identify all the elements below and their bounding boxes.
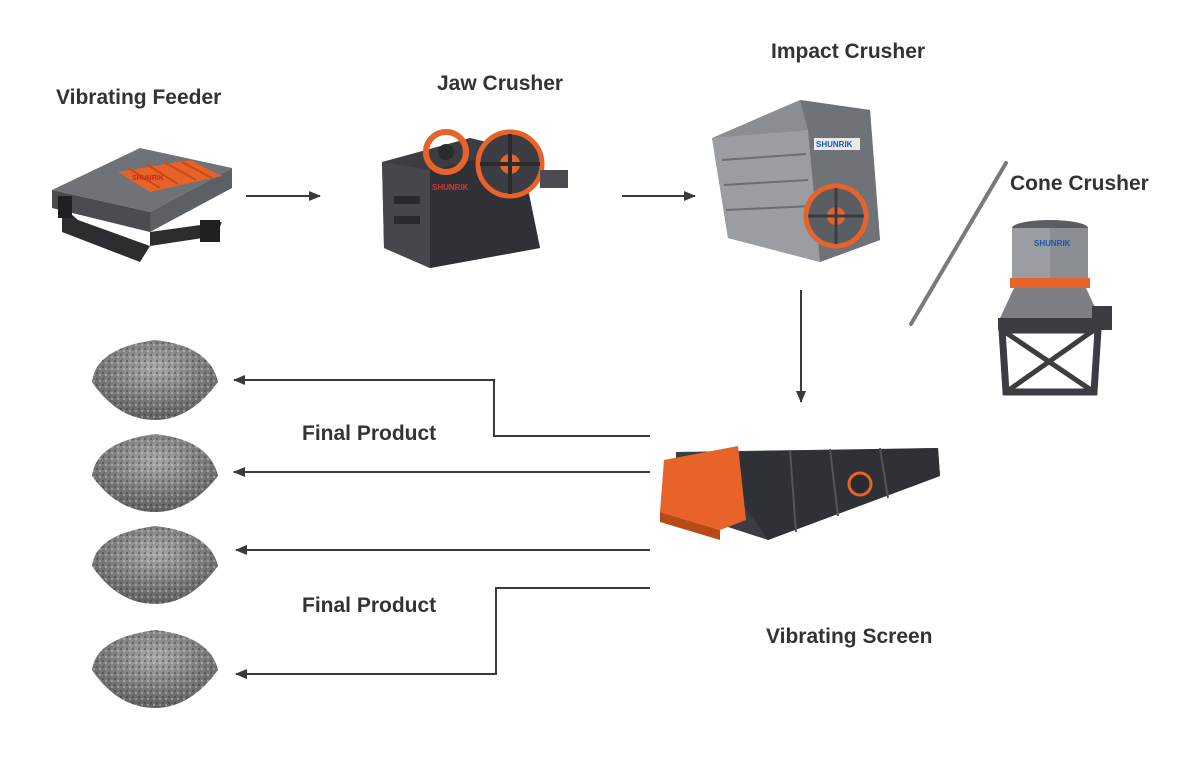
vibrating-screen-label: Vibrating Screen xyxy=(766,625,933,648)
cone-crusher-machine: SHUNRIK xyxy=(998,220,1112,396)
gravel-pile-icon xyxy=(92,526,218,604)
svg-text:SHUNRIK: SHUNRIK xyxy=(432,183,469,192)
gravel-pile-icon xyxy=(92,630,218,708)
final-product-label: Final Product xyxy=(302,422,437,445)
final-product-label: Final Product xyxy=(302,594,437,617)
jaw-crusher-label: Jaw Crusher xyxy=(437,72,564,95)
gravel-pile-icon xyxy=(92,340,218,420)
arrow-left-icon xyxy=(233,375,650,437)
vibrating-screen-machine xyxy=(660,446,940,540)
svg-text:SHUNRIK: SHUNRIK xyxy=(1034,239,1071,248)
cone-crusher-label: Cone Crusher xyxy=(1010,172,1149,195)
jaw-crusher-machine: SHUNRIK xyxy=(382,129,568,268)
impact-crusher-label: Impact Crusher xyxy=(771,40,926,63)
svg-text:SHUNRIK: SHUNRIK xyxy=(132,175,164,182)
svg-text:SHUNRIK: SHUNRIK xyxy=(816,140,853,149)
vibrating-feeder-machine: SHUNRIK xyxy=(52,148,232,262)
gravel-pile-icon xyxy=(92,434,218,512)
separator-slash xyxy=(909,161,1008,326)
vibrating-feeder-label: Vibrating Feeder xyxy=(56,86,222,109)
impact-crusher-machine: SHUNRIK xyxy=(712,100,880,262)
arrow-left-icon xyxy=(235,587,650,679)
